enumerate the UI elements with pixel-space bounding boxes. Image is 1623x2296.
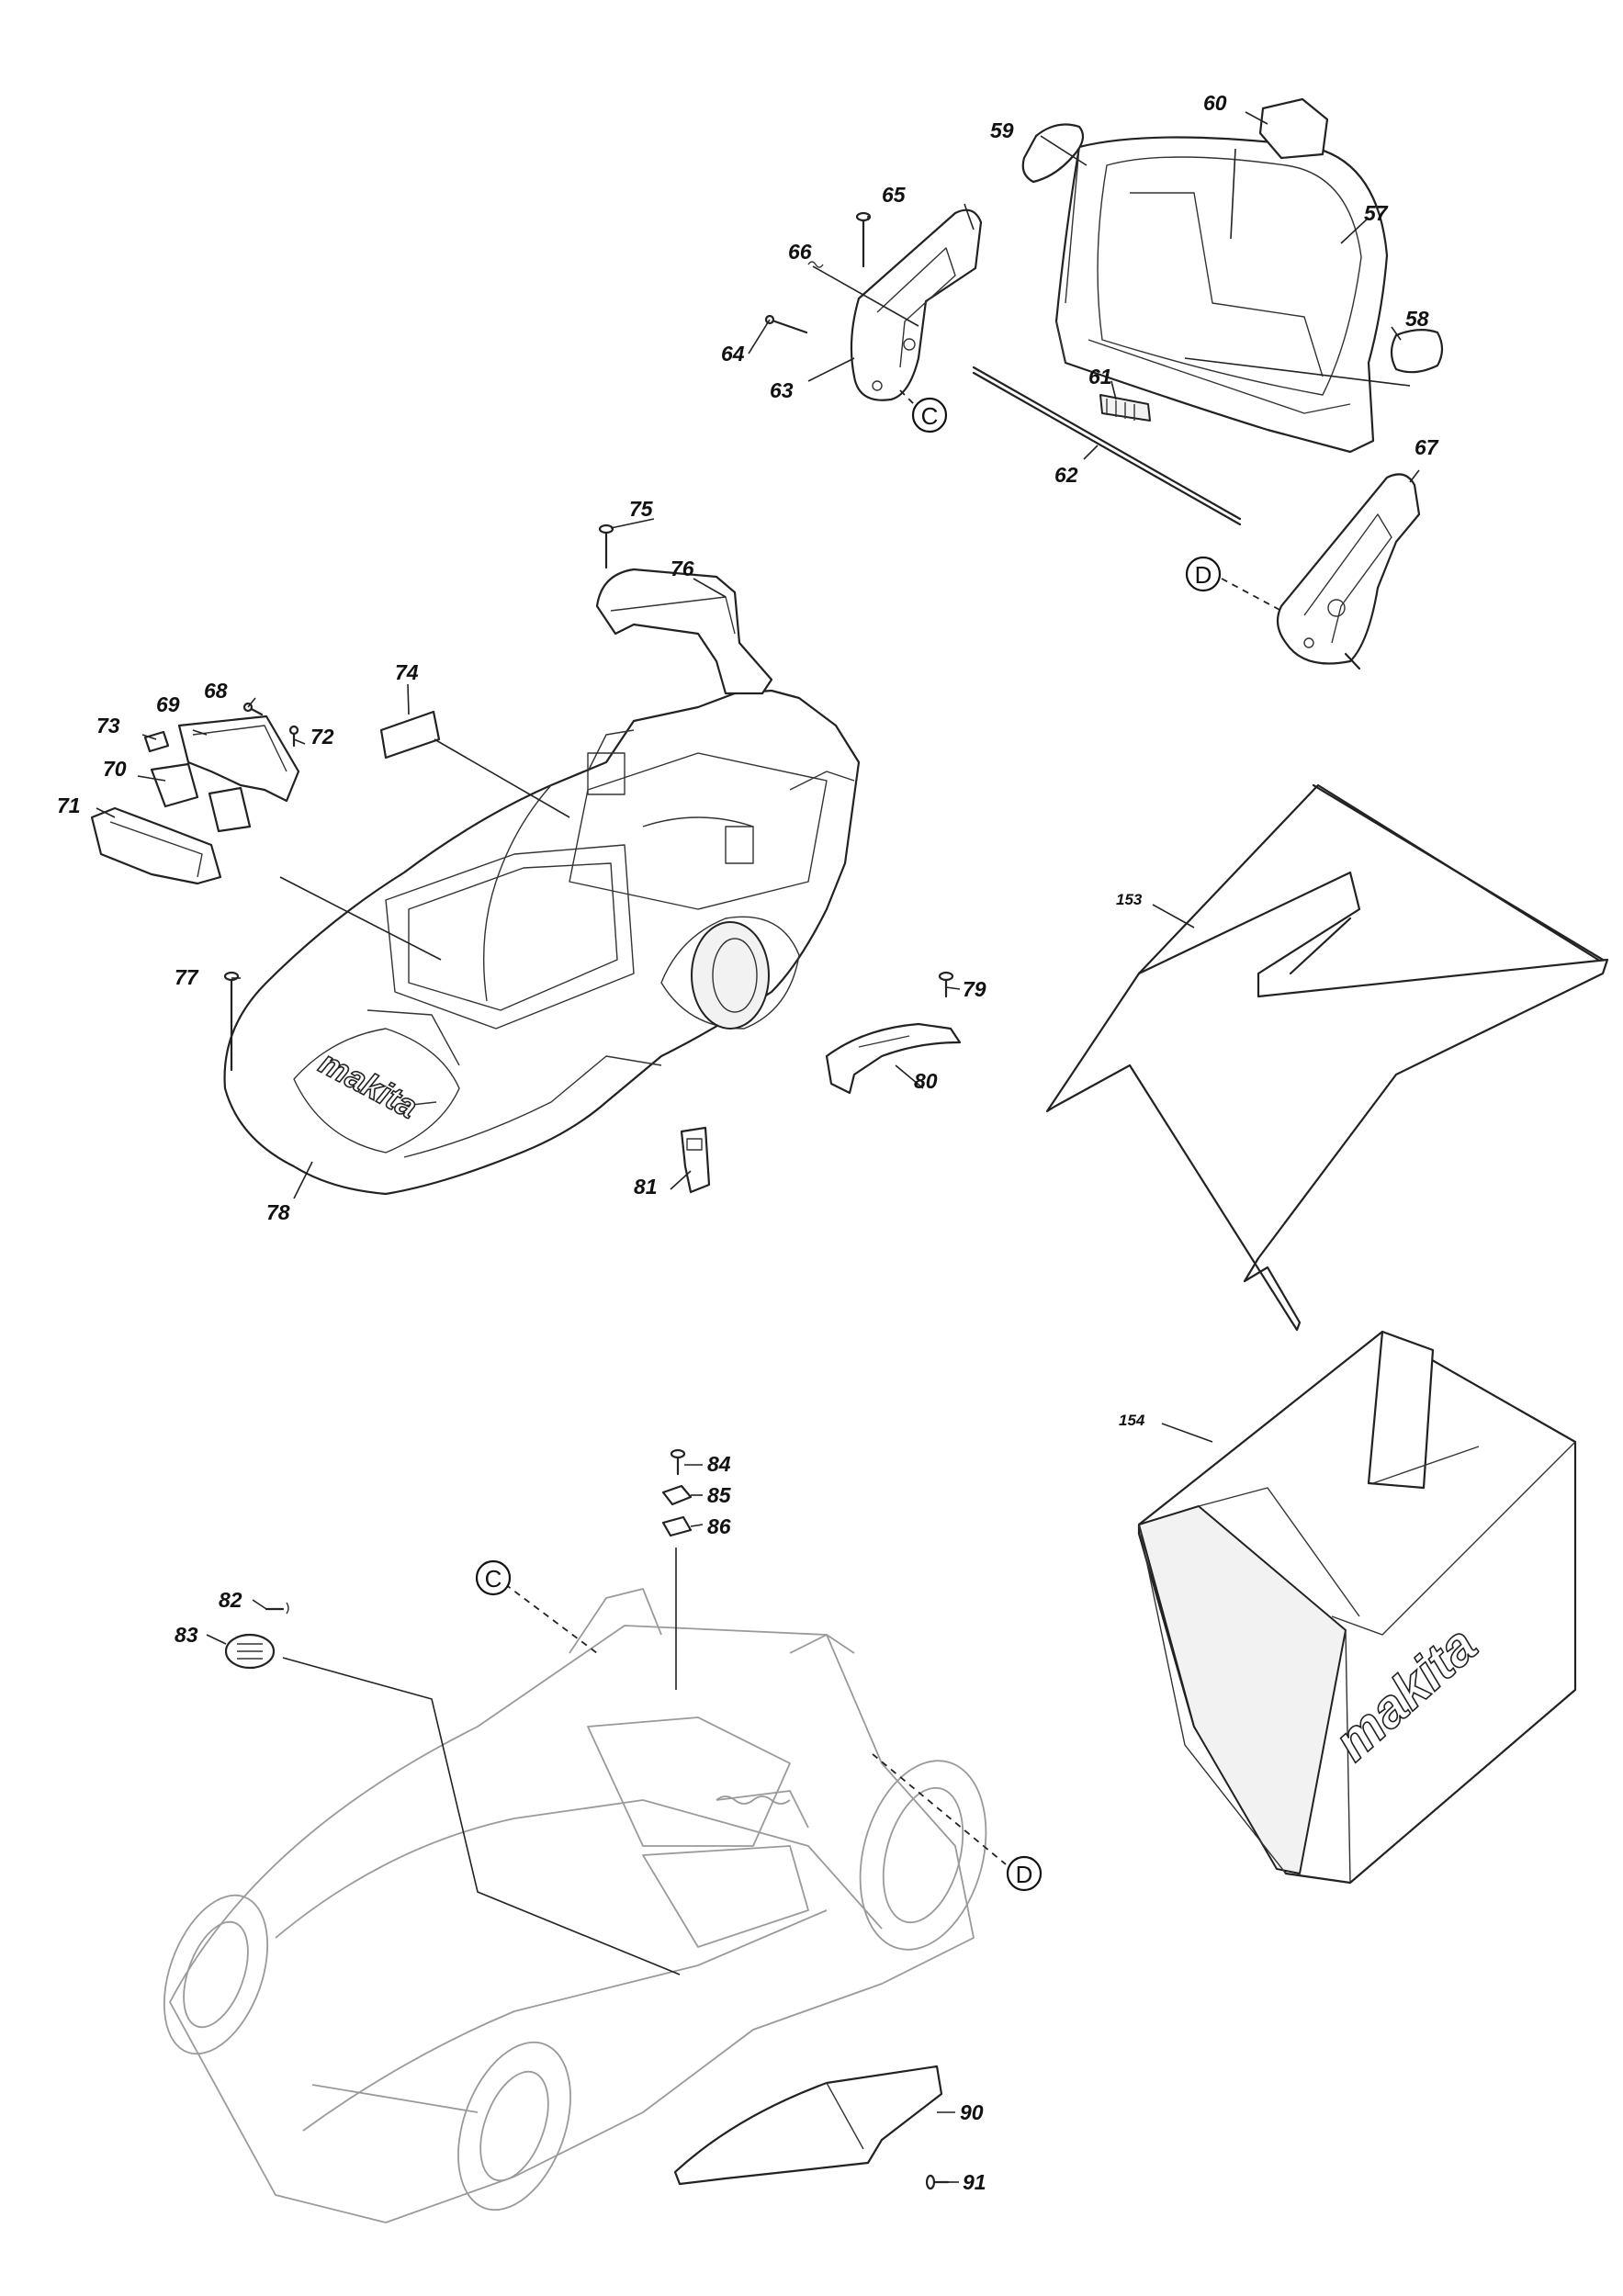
washer-85 bbox=[661, 1484, 693, 1506]
battery-cover-69 bbox=[177, 715, 300, 803]
hinge-shaft-62 bbox=[972, 366, 1242, 526]
mower-chassis-ghost bbox=[163, 1588, 987, 2223]
screw-82 bbox=[265, 1602, 289, 1615]
grass-bag-154 bbox=[1137, 1330, 1577, 1885]
callout-85: 85 bbox=[707, 1483, 732, 1507]
callout-84: 84 bbox=[707, 1452, 731, 1476]
right-bracket-67 bbox=[1276, 473, 1421, 670]
battery-holder-71 bbox=[90, 806, 222, 885]
callout-65: 65 bbox=[882, 183, 907, 207]
ref-letter-d-top: D bbox=[1195, 561, 1212, 589]
cover-label-small-59 bbox=[1021, 123, 1085, 184]
callout-63: 63 bbox=[770, 378, 794, 402]
left-bracket-63 bbox=[850, 208, 983, 401]
ref-circle-c-top: C bbox=[911, 397, 948, 433]
callout-78: 78 bbox=[266, 1200, 290, 1224]
label-73 bbox=[143, 730, 170, 753]
cover-label-58 bbox=[1390, 329, 1444, 374]
cover-label-60 bbox=[1258, 97, 1329, 160]
key-81 bbox=[680, 1126, 711, 1194]
callout-91: 91 bbox=[963, 2170, 986, 2194]
nut-86 bbox=[661, 1515, 693, 1537]
callout-62: 62 bbox=[1054, 463, 1078, 487]
callout-80: 80 bbox=[914, 1069, 938, 1093]
screw-64 bbox=[764, 314, 808, 334]
hinge-clip-61 bbox=[1099, 394, 1151, 422]
callout-58: 58 bbox=[1405, 307, 1429, 331]
callout-75: 75 bbox=[629, 497, 654, 521]
carry-handle-76 bbox=[595, 568, 773, 695]
battery-terminal-70b bbox=[208, 786, 252, 833]
callout-71: 71 bbox=[57, 793, 81, 817]
callout-72: 72 bbox=[310, 725, 334, 748]
ref-circle-d-top: D bbox=[1185, 556, 1222, 592]
callout-153: 153 bbox=[1116, 891, 1143, 908]
knob-83 bbox=[224, 1633, 276, 1670]
callout-76: 76 bbox=[671, 557, 694, 580]
screw-72 bbox=[288, 725, 299, 748]
callout-86: 86 bbox=[707, 1514, 731, 1538]
leader-lines bbox=[96, 111, 1420, 2183]
screw-68 bbox=[242, 702, 264, 716]
callout-66: 66 bbox=[788, 240, 812, 264]
callout-labels: 60 59 57 58 61 62 65 66 64 63 67 75 76 7… bbox=[57, 91, 1439, 2194]
callout-64: 64 bbox=[721, 342, 745, 366]
upper-housing-78 bbox=[223, 689, 861, 1196]
callout-69: 69 bbox=[156, 692, 180, 716]
ref-circle-d-bottom: D bbox=[1006, 1855, 1043, 1892]
callout-60: 60 bbox=[1203, 91, 1227, 115]
screw-91 bbox=[925, 2174, 950, 2190]
wheel-cover-80 bbox=[825, 1022, 962, 1095]
screw-84 bbox=[670, 1448, 686, 1476]
ref-letter-c-top: C bbox=[921, 402, 939, 430]
callout-57: 57 bbox=[1364, 201, 1389, 225]
callout-59: 59 bbox=[990, 118, 1014, 142]
callout-74: 74 bbox=[395, 660, 419, 684]
callout-67: 67 bbox=[1414, 435, 1439, 459]
callout-70: 70 bbox=[103, 757, 127, 781]
grass-bag-frame-153 bbox=[1045, 783, 1609, 1332]
callout-90: 90 bbox=[960, 2100, 984, 2124]
discharge-flap-90 bbox=[673, 2065, 943, 2186]
battery-terminal-70a bbox=[150, 762, 199, 808]
callout-73: 73 bbox=[96, 714, 120, 737]
reference-dashed-lines bbox=[504, 389, 1282, 1865]
screw-79 bbox=[938, 971, 954, 998]
callout-82: 82 bbox=[219, 1588, 242, 1612]
callout-83: 83 bbox=[175, 1623, 198, 1647]
callout-68: 68 bbox=[204, 679, 228, 703]
callout-81: 81 bbox=[634, 1175, 658, 1199]
callout-61: 61 bbox=[1088, 365, 1112, 388]
spring-66 bbox=[807, 261, 824, 268]
screw-75 bbox=[598, 523, 614, 569]
callout-154: 154 bbox=[1119, 1412, 1145, 1429]
callout-79: 79 bbox=[963, 977, 986, 1001]
label-74 bbox=[379, 710, 441, 760]
ref-letter-d-bottom: D bbox=[1016, 1861, 1033, 1888]
callout-77: 77 bbox=[175, 965, 199, 989]
screw-65 bbox=[855, 211, 872, 268]
ref-circle-c-bottom: C bbox=[475, 1559, 512, 1596]
ref-letter-c-bottom: C bbox=[485, 1565, 502, 1593]
